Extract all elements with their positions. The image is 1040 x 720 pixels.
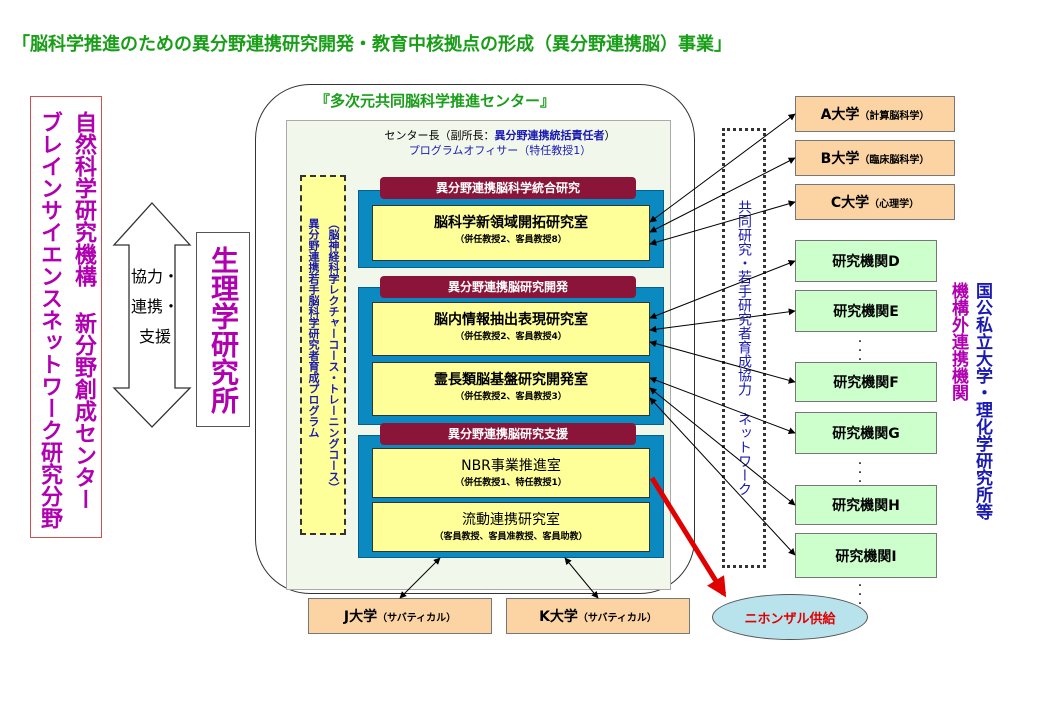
institute-box: 研究機関I — [795, 533, 937, 578]
arrow-k-university — [564, 557, 599, 599]
ellipsis-dots: ··· — [857, 456, 863, 490]
external-label-1: 機構外連携機関 — [948, 282, 968, 401]
arrow-institute-f — [649, 340, 796, 384]
division-header: 異分野連携脳研究支援 — [380, 423, 636, 445]
director-line: センター長（副所長：異分野連携統括責任者） — [384, 129, 616, 142]
arrow-b-university — [649, 157, 796, 233]
university-box: A大学（計算脳科学） — [795, 96, 955, 132]
lab-staff: （客員教授、客員准教授、客員助教） — [434, 532, 588, 542]
monkey-supply-arrow — [649, 476, 727, 598]
external-partners-label: 機構外連携機関 国公私立大学・理化学研究所等 — [948, 282, 992, 582]
university-box: B大学（臨床脳科学） — [795, 140, 955, 176]
institute-box: 研究機関H — [795, 485, 937, 525]
arrow-c-university — [649, 200, 796, 246]
left-org-line2: 自然科学研究機構 新分野創成センター — [71, 111, 96, 510]
education-program-course: （脳神経科学レクチャーコース・トレーニングコース） — [327, 217, 340, 493]
page-title: 「脳科学推進のための異分野連携研究開発・教育中核拠点の形成（異分野連携脳）事業」 — [12, 34, 732, 55]
lab-name: 脳内情報抽出表現研究室 — [434, 312, 588, 328]
institute-box: 研究機関F — [795, 362, 937, 402]
program-officer: プログラムオフィサー（特任教授1） — [408, 144, 592, 157]
lab-box: 流動連携研究室 （客員教授、客員准教授、客員助教） — [372, 502, 650, 552]
education-program-title: 異分野連携若手脳科学研究者育成プログラム — [307, 217, 320, 438]
arrow-institute-e — [649, 308, 796, 333]
university-box: C大学（心理学） — [795, 184, 955, 220]
lab-box: 霊長類脳基盤研究開発室 （併任教授2、客員教授3） — [372, 362, 650, 416]
lab-staff: （併任教授1、特任教授1） — [455, 478, 567, 488]
division-header: 異分野連携脳研究開発 — [380, 276, 636, 298]
institute-box: 研究機関D — [795, 240, 937, 282]
ellipsis-dots: ··· — [857, 578, 863, 612]
lab-staff: （併任教授2、客員教授8） — [455, 235, 567, 245]
arrow-a-university — [649, 113, 796, 223]
monkey-supply-ellipse: ニホンザル供給 — [712, 594, 868, 640]
physiology-institute-label: 生理学研究所 — [207, 245, 240, 414]
lab-box: 脳科学新領域開拓研究室 （併任教授2、客員教授8） — [372, 205, 650, 261]
arrow-j-university — [399, 557, 441, 599]
arrow-institute-d — [649, 260, 796, 319]
lab-staff: （併任教授2、客員教授3） — [455, 392, 567, 402]
lab-name: NBR事業推進室 — [461, 458, 561, 474]
center-title: 『多次元共同脳科学推進センター』 — [315, 92, 556, 110]
arrow-institute-i — [649, 397, 796, 556]
ellipsis-dots: ··· — [857, 334, 863, 368]
institute-box: 研究機関G — [795, 412, 937, 454]
lab-staff: （併任教授2、客員教授4） — [455, 332, 567, 342]
cooperation-double-arrow — [112, 202, 192, 428]
lab-name: 脳科学新領域開拓研究室 — [434, 215, 588, 231]
cooperation-label: 協力・ 連携・ 支援 — [130, 267, 179, 346]
external-label-2: 国公私立大学・理化学研究所等 — [972, 282, 992, 520]
institute-box: 研究機関E — [795, 290, 937, 332]
lab-name: 流動連携研究室 — [462, 512, 560, 528]
lab-name: 霊長類脳基盤研究開発室 — [434, 372, 588, 388]
university-box: J大学（サバティカル） — [308, 598, 492, 634]
brain-science-network-box: ブレインサイエンスネットワーク研究分野 自然科学研究機構 新分野創成センター — [30, 96, 102, 538]
lab-box: NBR事業推進室 （併任教授1、特任教授1） — [372, 448, 650, 498]
lab-box: 脳内情報抽出表現研究室 （併任教授2、客員教授4） — [372, 302, 650, 356]
division-header: 異分野連携脳科学統合研究 — [380, 177, 636, 199]
education-program-box: 異分野連携若手脳科学研究者育成プログラム （脳神経科学レクチャーコース・トレーニ… — [300, 175, 346, 535]
physiology-institute-box: 生理学研究所 — [196, 232, 250, 427]
director-block: センター長（副所長：異分野連携統括責任者） プログラムオフィサー（特任教授1） — [300, 128, 700, 158]
left-org-line1: ブレインサイエンスネットワーク研究分野 — [37, 111, 62, 529]
